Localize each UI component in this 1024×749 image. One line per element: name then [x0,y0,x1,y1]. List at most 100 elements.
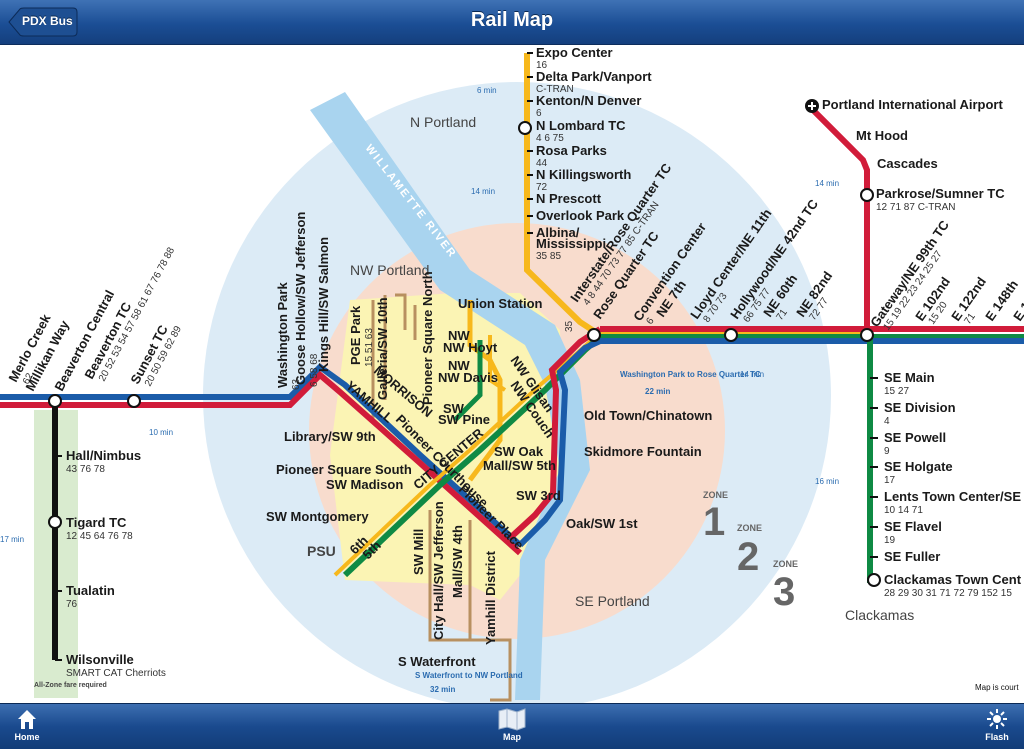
station-label: Portland International Airport [822,97,1003,112]
station-label: Expo Center [536,45,613,60]
station-label: Parkrose/Sumner TC [876,186,1005,201]
station-label: N Killingsworth [536,167,631,182]
hollywood-marker[interactable] [724,328,738,342]
station-label: Overlook Park [536,208,625,223]
tab-map[interactable]: Map [482,707,542,747]
airplane-glyph [808,102,816,110]
parkrose-marker[interactable] [860,188,874,202]
route-numbers: 19 [884,535,896,546]
note-16-min: 16 min [815,477,839,486]
station-label: Lents Town Center/SE [884,489,1021,504]
station-label: Galleria/SW 10th [375,297,390,400]
zone-1-number: 1 [703,500,725,544]
tab-flash[interactable]: Flash [967,707,1024,747]
downtown-station-label: Yamhill District [483,550,498,645]
station-label: Pioneer Square North [420,271,435,405]
note-14-min-east: 14 min [740,370,764,379]
note-14-min-red: 14 min [815,179,839,188]
beaverton-tc-marker[interactable] [48,394,62,408]
downtown-station-label: Mall/SW 5th [483,458,556,473]
zone-3-caption: ZONE [773,559,798,569]
se-portland-label: SE Portland [575,593,650,609]
station-label: N Lombard TC [536,118,626,133]
clackamas-label: Clackamas [845,607,914,623]
clackamas-marker[interactable] [867,573,881,587]
station-label: SE Flavel [884,519,942,534]
note-6-min: 6 min [477,86,497,95]
route-numbers: 43 76 78 [66,464,105,475]
station-label: Tualatin [66,583,115,598]
route-numbers: 15 27 [884,386,909,397]
route-numbers: 35 [564,320,575,332]
zone-1-caption: ZONE [703,490,728,500]
back-button[interactable]: PDX Bus [8,7,78,37]
back-button-shape [8,7,78,37]
rail-map-canvas[interactable]: WILLAMETTE RIVER N Portland NW Portland … [0,45,1024,703]
route-numbers: 4 6 75 [536,133,564,144]
zone-3-number: 3 [773,570,795,614]
navigation-bar: PDX Bus Rail Map [0,0,1024,45]
route-numbers: 6 [644,315,656,326]
station-label: Hall/Nimbus [66,448,141,463]
route-numbers: 16 [536,60,548,71]
psu-label: PSU [307,543,336,559]
n-lombard-marker[interactable] [518,121,532,135]
red-line-west [0,370,523,556]
route-numbers: 72 [536,182,548,193]
route-numbers: C-TRAN [536,84,574,95]
downtown-station-label: City Hall/SW Jefferson [431,501,446,640]
home-icon [18,710,36,729]
route-numbers: 10 14 71 [884,505,923,516]
station-label: SE Main [884,370,935,385]
yellow-line-downtown [467,300,503,482]
route-numbers: 44 [536,158,548,169]
downtown-station-label: SW [443,401,465,416]
station-label: Mt Hood [856,128,908,143]
map-icon [498,708,526,731]
rose-quarter-marker[interactable] [587,328,601,342]
note-swf: S Waterfront to NW Portland [415,671,523,680]
route-numbers: 12 71 87 C-TRAN [876,202,955,213]
tab-flash-label: Flash [985,732,1009,742]
n-portland-label: N Portland [410,114,476,130]
station-label: Mississippi [536,236,606,251]
downtown-station-label: Pioneer Square South [276,462,412,477]
tigard-marker[interactable] [48,515,62,529]
note-all-zone: All-Zone fare required [34,682,107,689]
streetcar-line [371,293,512,702]
route-numbers: 17 [884,475,896,486]
route-numbers: 35 85 [536,251,561,262]
downtown-station-label: NW Davis [438,370,498,385]
station-label: Tigard TC [66,515,127,530]
route-numbers: 62 [21,371,36,386]
station-label: Kings Hill/SW Salmon [316,237,331,372]
route-numbers: SMART CAT Cherriots [66,668,166,679]
red-line-loop [507,326,602,541]
note-wash-park: Washington Park to Rose Quarter TC [620,370,761,379]
note-swf-time: 32 min [430,685,455,694]
gateway-marker[interactable] [860,328,874,342]
downtown-station-label: Mall/SW 4th [450,525,465,598]
downtown-station-label: SW 3rd [516,488,561,503]
route-numbers: 76 [66,599,78,610]
station-label: Wilsonville [66,652,134,667]
note-14-min-yellow: 14 min [471,187,495,196]
station-label: SE Holgate [884,459,953,474]
station-label: SE Powell [884,430,946,445]
downtown-station-label: SW Oak [494,444,544,459]
station-label: Goose Hollow/SW Jefferson [293,212,308,385]
station-label: SE Division [884,400,956,415]
route-numbers: 28 29 30 31 71 72 79 152 15 [884,588,1012,599]
route-numbers: 6 58 68 [309,353,320,387]
tab-home[interactable]: Home [0,707,57,747]
yellow-line [524,53,602,338]
station-label: N Prescott [536,191,602,206]
rail-map[interactable]: WILLAMETTE RIVER N Portland NW Portland … [0,45,1024,703]
flash-icon [987,709,1007,729]
sunset-tc-marker[interactable] [127,394,141,408]
route-numbers: 4 [884,416,890,427]
route-numbers: 15 51 63 [364,328,375,367]
